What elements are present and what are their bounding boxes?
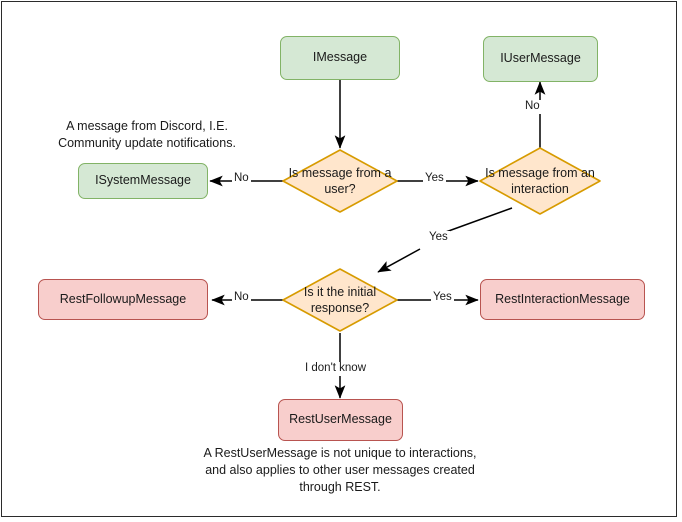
node-isystemmessage-label: ISystemMessage xyxy=(95,173,191,188)
decision-is-message-from-interaction[interactable]: Is message from an interaction xyxy=(477,145,603,217)
decision-is-initial-response[interactable]: Is it the initial response? xyxy=(280,266,400,334)
node-restusermessage[interactable]: RestUserMessage xyxy=(278,399,403,441)
node-isystemmessage[interactable]: ISystemMessage xyxy=(78,163,208,199)
node-restinteractionmessage[interactable]: RestInteractionMessage xyxy=(480,279,645,320)
decision-user-shape xyxy=(282,149,398,213)
edge-decision-interaction-yes-a xyxy=(442,207,513,234)
edge-label-initial-yes: Yes xyxy=(431,291,454,305)
edge-decision-interaction-yes-b xyxy=(377,248,421,273)
caption-rest-user-message-note: A RestUserMessage is not unique to inter… xyxy=(203,446,477,494)
node-restfollowupmessage-label: RestFollowupMessage xyxy=(59,291,187,306)
edge-label-initial-unknown: I don't know xyxy=(303,362,369,376)
decision-initial-shape xyxy=(282,268,398,332)
edge-label-initial-no: No xyxy=(232,291,251,305)
decision-interaction-shape xyxy=(479,147,601,215)
edge-label-user-yes: Yes xyxy=(423,172,446,186)
node-restinteractionmessage-label: RestInteractionMessage xyxy=(495,291,630,306)
node-iusermessage[interactable]: IUserMessage xyxy=(483,36,598,82)
node-iusermessage-label: IUserMessage xyxy=(500,51,581,66)
node-restusermessage-label: RestUserMessage xyxy=(289,412,392,427)
edge-label-interaction-yes: Yes xyxy=(427,231,450,245)
edge-label-user-no: No xyxy=(232,172,251,186)
node-imessage[interactable]: IMessage xyxy=(280,36,400,80)
decision-is-message-from-user[interactable]: Is message from a user? xyxy=(280,147,400,215)
node-restfollowupmessage[interactable]: RestFollowupMessage xyxy=(38,279,208,320)
caption-system-message-note: A message from Discord, I.E. Community u… xyxy=(58,119,236,150)
node-imessage-label: IMessage xyxy=(312,50,368,65)
edge-label-interaction-no: No xyxy=(523,100,542,114)
